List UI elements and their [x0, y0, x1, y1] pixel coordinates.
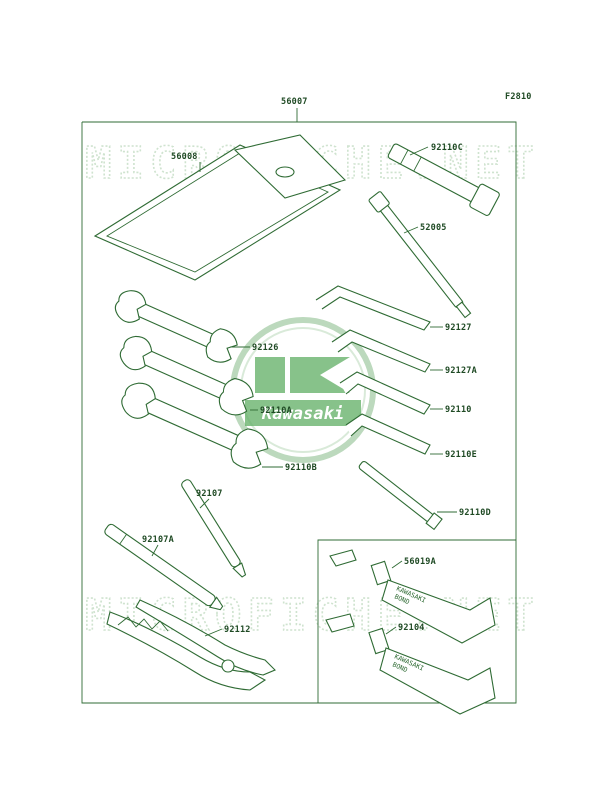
kawasaki-logo: Kawasaki [230, 317, 376, 463]
leader-92110C [409, 146, 429, 156]
hex-key-92110E [345, 413, 431, 455]
figure-code: F2810 [505, 92, 532, 102]
tool-pouch [93, 134, 347, 281]
label-92110C: 92110C [431, 143, 463, 153]
label-92126: 92126 [252, 343, 279, 353]
leader-92107A [151, 544, 159, 557]
leader-56019A [391, 560, 403, 569]
hex-key-92110 [339, 371, 431, 415]
kawasaki-logo-text: Kawasaki [261, 404, 344, 424]
bond-bracket [317, 539, 516, 703]
screwdriver-bit [358, 461, 443, 531]
kit-bracket [81, 121, 517, 704]
label-56008: 56008 [171, 152, 198, 162]
label-92110D: 92110D [459, 508, 491, 518]
box-spanner [387, 143, 500, 216]
label-92110B: 92110B [285, 463, 317, 473]
leader-92107 [199, 498, 210, 509]
label-92127A: 92127A [445, 366, 477, 376]
label-92110: 92110 [445, 405, 472, 415]
label-92110E: 92110E [445, 450, 477, 460]
label-56007: 56007 [281, 97, 308, 107]
label-92110A: 92110A [260, 406, 292, 416]
leader-52005 [403, 226, 419, 234]
hex-key-92127A [331, 329, 431, 373]
spanner-handle [368, 191, 472, 319]
wrench-92110A [119, 335, 254, 416]
screwdriver-92107A [104, 523, 224, 611]
label-92107: 92107 [196, 489, 223, 499]
label-92107A: 92107A [142, 535, 174, 545]
label-92112: 92112 [224, 625, 251, 635]
wrench-92126 [114, 290, 238, 363]
leader-92112 [204, 628, 223, 637]
hex-key-92127 [315, 285, 431, 331]
label-92104: 92104 [398, 623, 425, 633]
wrench-92110B [121, 382, 269, 469]
label-56019A: 56019A [404, 557, 436, 567]
label-52005: 52005 [420, 223, 447, 233]
leader-92104 [385, 626, 397, 635]
screwdriver-92107 [181, 479, 247, 578]
pliers [106, 599, 276, 691]
label-92127: 92127 [445, 323, 472, 333]
